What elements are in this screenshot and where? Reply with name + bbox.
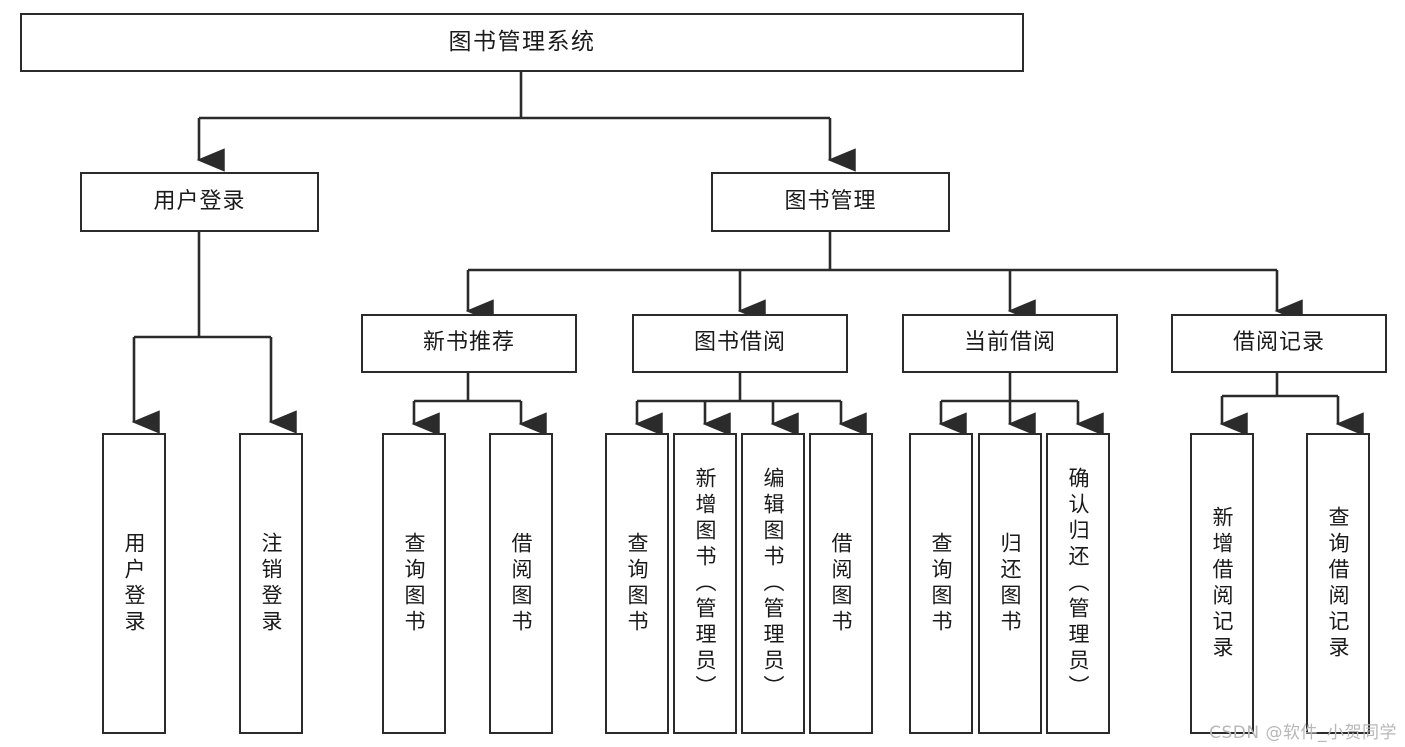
node-leaf-return-book[interactable]: 归还图书 [978, 433, 1042, 734]
leaf-label: 查询图书 [929, 531, 954, 636]
node-leaf-borrow-book-1[interactable]: 借阅图书 [489, 433, 553, 734]
node-leaf-edit-book[interactable]: 编辑图书（管理员） [741, 433, 805, 734]
node-leaf-query-book-3[interactable]: 查询图书 [909, 433, 973, 734]
leaf-label: 查询图书 [625, 531, 650, 636]
leaf-label: 借阅图书 [509, 531, 534, 636]
leaf-label: 归还图书 [998, 531, 1023, 636]
node-current-borrow[interactable]: 当前借阅 [902, 314, 1118, 373]
node-leaf-logout[interactable]: 注销登录 [239, 433, 303, 734]
leaf-label: 新增借阅记录 [1210, 505, 1235, 662]
node-leaf-add-book[interactable]: 新增图书（管理员） [673, 433, 737, 734]
leaf-label: 查询借阅记录 [1326, 505, 1351, 662]
leaf-label: 查询图书 [402, 531, 427, 636]
leaf-label: 借阅图书 [829, 531, 854, 636]
node-leaf-confirm-return[interactable]: 确认归还（管理员） [1046, 433, 1110, 734]
node-new-book-recommend[interactable]: 新书推荐 [361, 314, 577, 373]
node-book-borrow[interactable]: 图书借阅 [632, 314, 848, 373]
node-leaf-query-book-2[interactable]: 查询图书 [605, 433, 669, 734]
leaf-label: 编辑图书（管理员） [761, 466, 786, 701]
node-leaf-add-borrow-record[interactable]: 新增借阅记录 [1190, 433, 1254, 734]
node-root-book-management-system[interactable]: 图书管理系统 [20, 13, 1024, 72]
leaf-label: 确认归还（管理员） [1066, 466, 1091, 701]
leaf-label: 用户登录 [122, 531, 147, 636]
node-user-login[interactable]: 用户登录 [80, 172, 319, 232]
node-leaf-query-book-1[interactable]: 查询图书 [382, 433, 446, 734]
node-leaf-borrow-book-2[interactable]: 借阅图书 [809, 433, 873, 734]
leaf-label: 新增图书（管理员） [693, 466, 718, 701]
node-book-manage[interactable]: 图书管理 [711, 172, 950, 232]
watermark-text: CSDN @软件_小贺同学 [1209, 723, 1397, 743]
node-leaf-query-borrow-record[interactable]: 查询借阅记录 [1306, 433, 1370, 734]
leaf-label: 注销登录 [259, 531, 284, 636]
node-leaf-user-login[interactable]: 用户登录 [102, 433, 166, 734]
node-borrow-record[interactable]: 借阅记录 [1171, 314, 1387, 373]
